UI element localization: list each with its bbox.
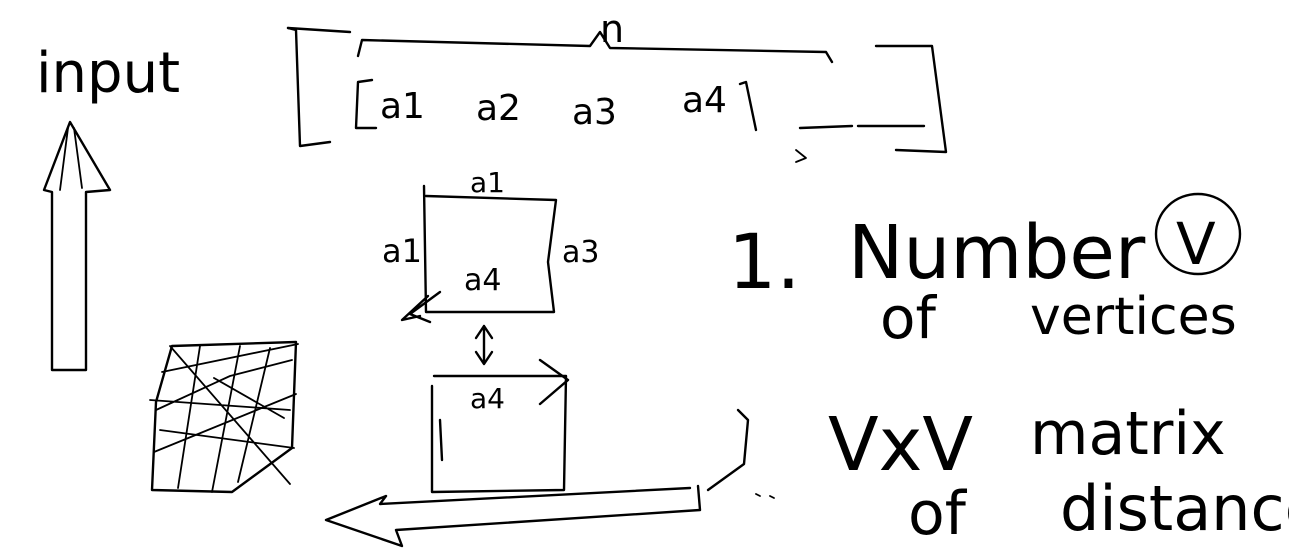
face-a1-left-label: a1 xyxy=(382,232,422,270)
bottom-a4-label: a4 xyxy=(470,382,505,415)
vxv-label: VxV xyxy=(828,402,973,488)
matrix-label: matrix xyxy=(1030,399,1226,469)
vertices-label: vertices xyxy=(1030,287,1237,347)
bottom-square xyxy=(430,358,570,494)
face-a3-label: a3 xyxy=(562,235,599,270)
face-a4-label: a4 xyxy=(464,263,501,298)
of-label: of xyxy=(880,284,937,352)
up-arrow-icon xyxy=(42,120,112,372)
circled-v-label: V xyxy=(1176,210,1216,278)
inner-bracket xyxy=(354,78,758,132)
inner-a2-label: a2 xyxy=(476,88,521,129)
inner-a1-label: a1 xyxy=(380,86,425,127)
dash-ellipsis xyxy=(795,124,926,163)
double-arrow-icon xyxy=(474,324,494,366)
outer-bracket xyxy=(286,26,948,154)
left-arrow-icon xyxy=(324,408,775,548)
face-square xyxy=(400,184,558,324)
inner-a3-label: a3 xyxy=(572,92,617,133)
n-brace xyxy=(356,30,834,64)
inner-a4-label: a4 xyxy=(682,80,727,121)
of2-label: of xyxy=(908,479,968,549)
face-a1-top-label: a1 xyxy=(470,166,505,199)
cube-sketch-icon xyxy=(149,340,299,494)
distances-label: distances xyxy=(1060,472,1289,545)
n-label: n xyxy=(600,7,624,51)
circled-v-icon xyxy=(1154,192,1242,276)
input-label: input xyxy=(36,41,180,106)
step-number-label: 1. xyxy=(728,217,801,306)
number-label: Number xyxy=(848,210,1146,296)
